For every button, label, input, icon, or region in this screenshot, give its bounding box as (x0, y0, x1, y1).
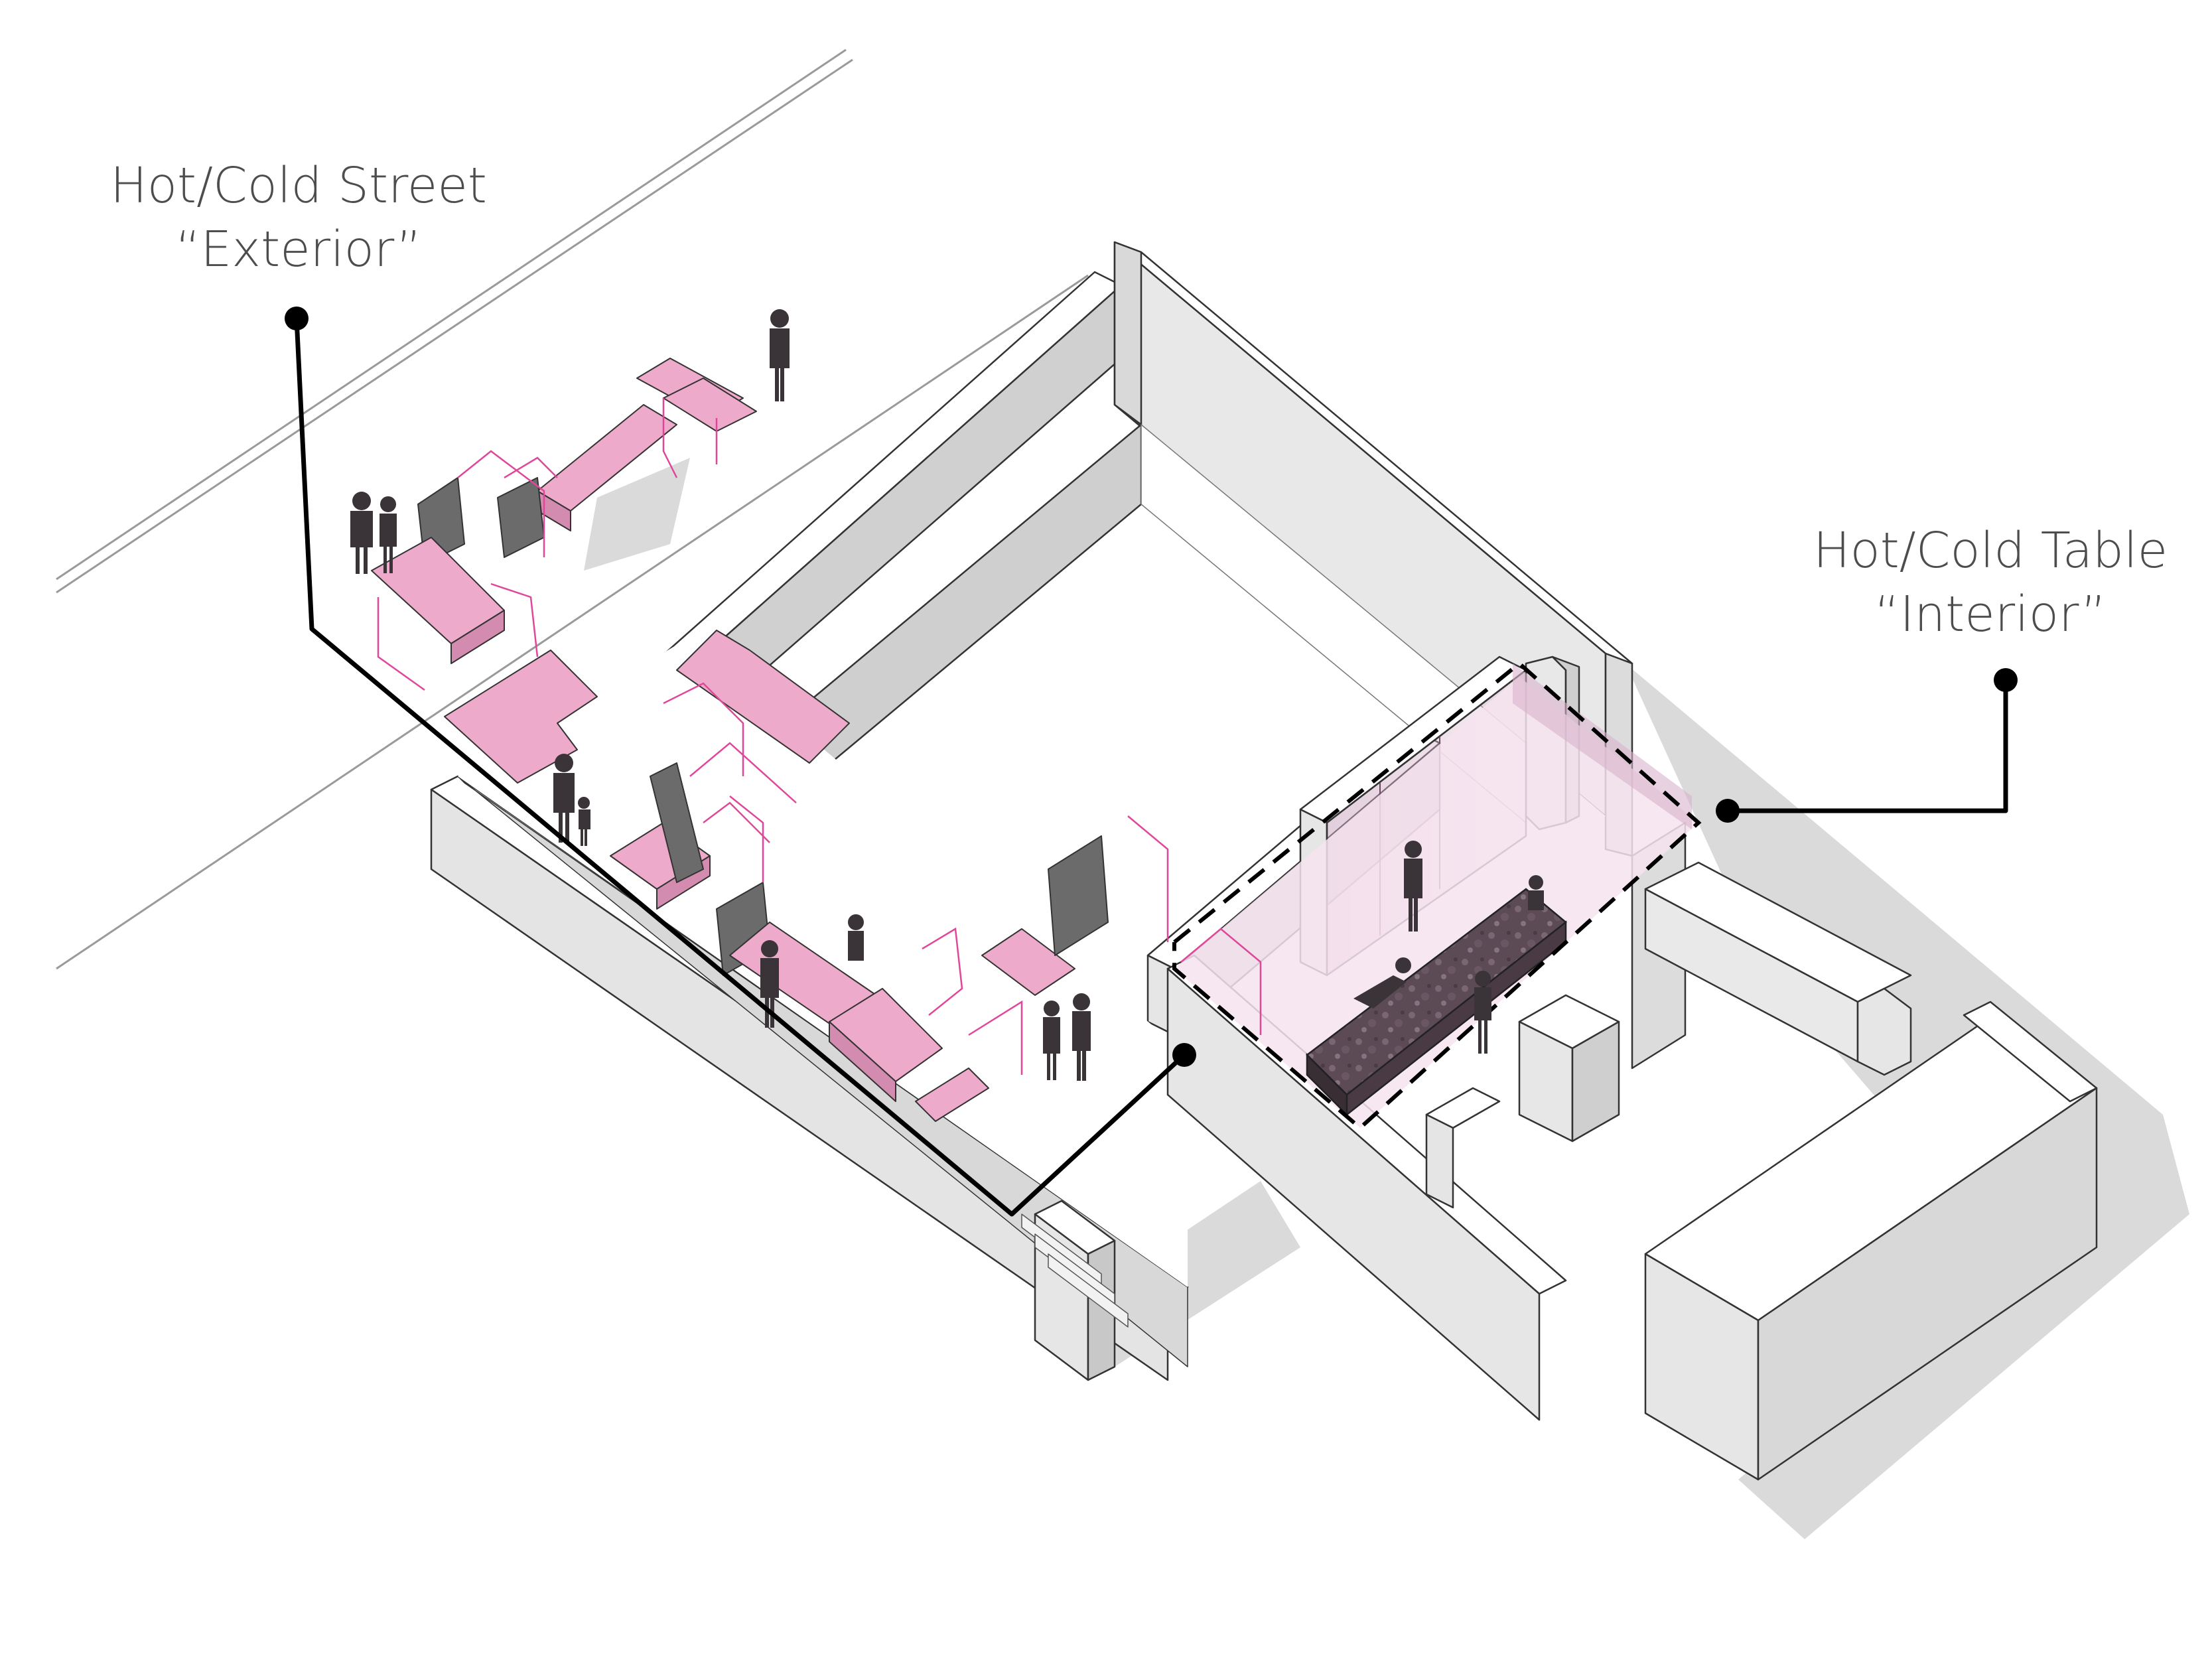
person-silhouette (770, 309, 790, 401)
person-silhouette (1043, 993, 1091, 1081)
stairs (1021, 1213, 1129, 1328)
person-silhouette (350, 492, 397, 574)
people-silhouettes (350, 309, 1544, 1081)
interior-room (1166, 656, 2098, 1481)
interior-leader-line (1728, 680, 2008, 813)
person-silhouette (1353, 957, 1411, 1008)
wire-frames (377, 398, 1262, 1075)
person-silhouette (1474, 971, 1491, 1054)
interior-callout-title: Hot/Cold Table (1813, 522, 2168, 579)
exterior-dot (285, 307, 309, 330)
callout-dots (285, 307, 2018, 1067)
interior-target-dot (1716, 799, 1740, 823)
exterior-callout-subtitle: “Exterior” (175, 221, 422, 278)
exterior-callout-title: Hot/Cold Street (110, 157, 487, 214)
interior-callout-subtitle: “Interior” (1874, 586, 2107, 643)
person-silhouette (1404, 841, 1422, 932)
exterior-leader-line (294, 318, 1186, 1217)
person-silhouette (848, 914, 864, 961)
person-silhouette (1528, 875, 1544, 910)
callout-leaders (294, 318, 2008, 1217)
interior-dot (1994, 668, 2018, 692)
interior-callout-label: Hot/Cold Table “Interior” (1791, 519, 2189, 646)
street-furniture (371, 358, 1109, 1122)
interior-zone-outline (1172, 661, 1702, 1131)
person-silhouette (553, 754, 590, 846)
terrazzo-table (1306, 888, 1567, 1117)
street-lines (56, 48, 1089, 970)
exterior-target-dot (1172, 1043, 1196, 1067)
exterior-callout-label: Hot/Cold Street “Exterior” (100, 154, 498, 281)
